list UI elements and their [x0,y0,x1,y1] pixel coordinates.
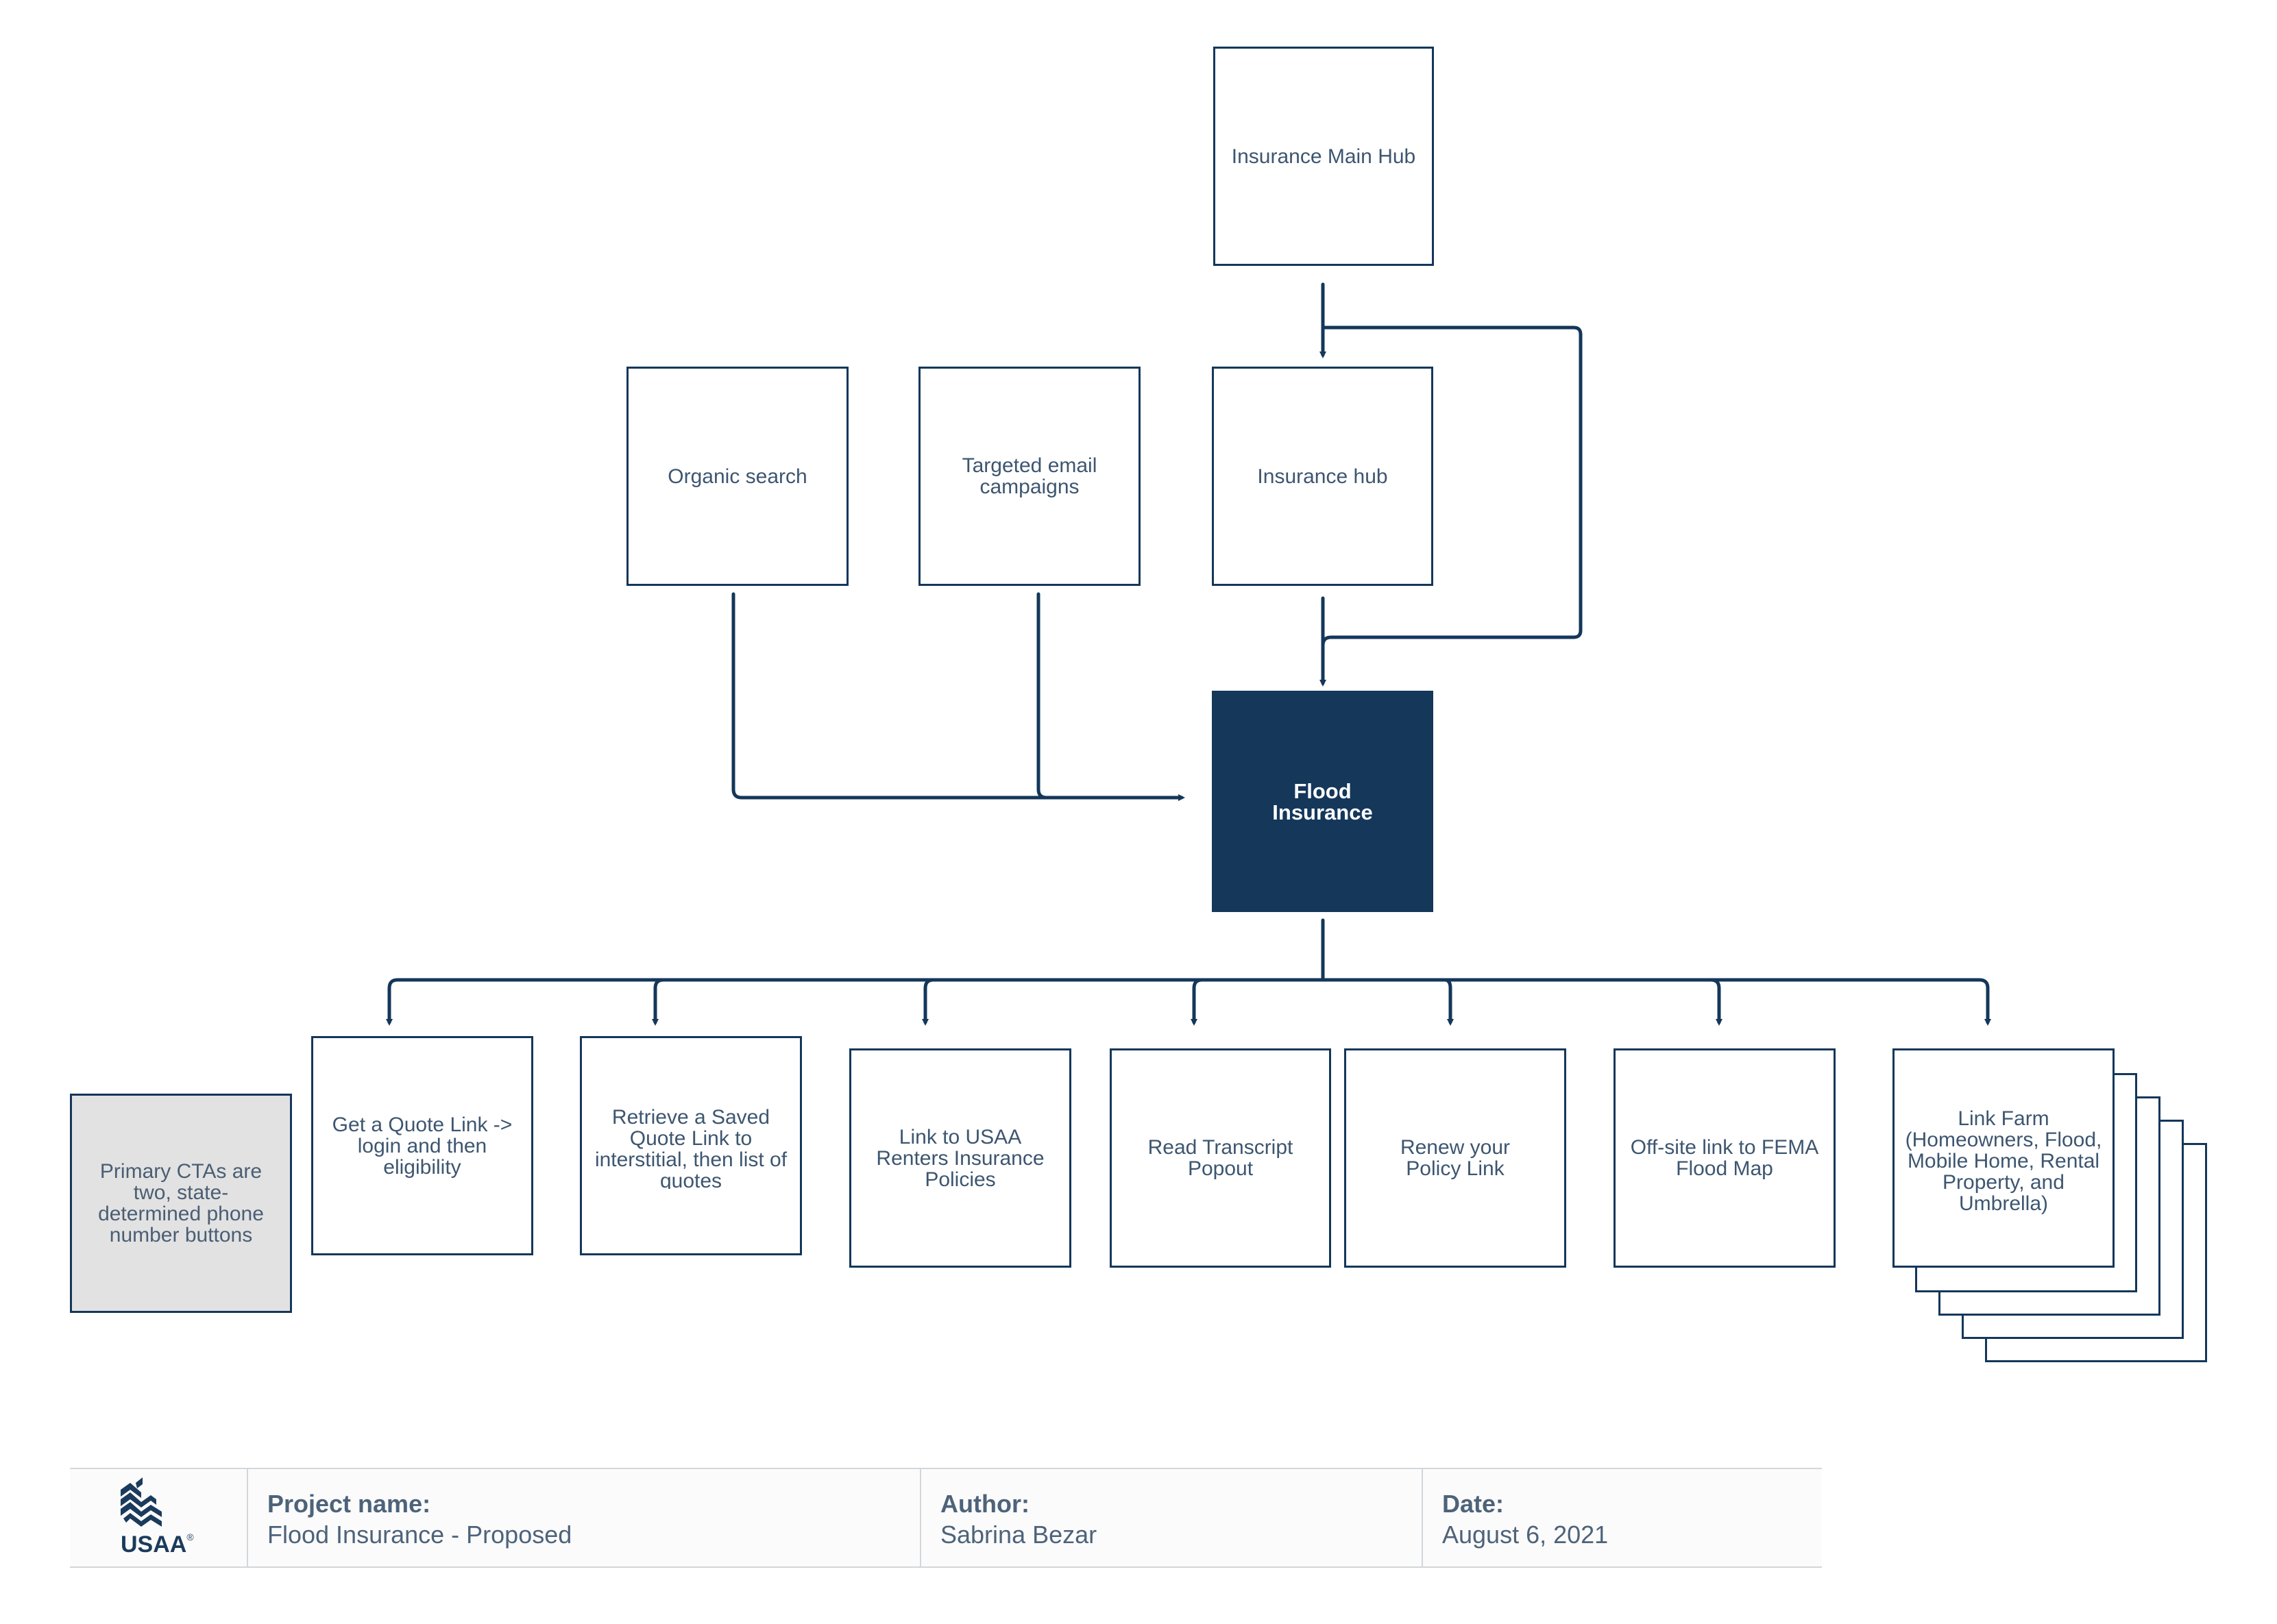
author-cell: Author: Sabrina Bezar [920,1469,1422,1566]
node-link-farm: Link Farm (Homeowners, Flood, Mobile Hom… [1892,1048,2115,1268]
node-get-a-quote: Get a Quote Link -> login and then eligi… [311,1036,533,1255]
usaa-logo: USAA® [70,1469,247,1566]
node-retrieve-saved-quote: Retrieve a Saved Quote Link to interstit… [580,1036,802,1255]
project-label: Project name: [267,1490,431,1518]
author-label: Author: [940,1490,1030,1518]
logo-wordmark: USAA® [121,1531,194,1558]
date-label: Date: [1442,1490,1505,1518]
node-organic-search: Organic search [626,367,849,586]
project-cell: Project name: Flood Insurance - Proposed [247,1469,920,1566]
note-primary-ctas: Primary CTAs are two, state-determined p… [70,1094,292,1313]
node-flood-insurance: Flood Insurance [1212,691,1433,912]
node-targeted-email-campaigns: Targeted email campaigns [918,367,1141,586]
author-value: Sabrina Bezar [940,1521,1097,1549]
date-cell: Date: August 6, 2021 [1422,1469,1822,1566]
node-insurance-main-hub: Insurance Main Hub [1213,47,1434,266]
node-usaa-renters-link: Link to USAA Renters Insurance Policies [849,1048,1071,1268]
node-fema-flood-map: Off-site link to FEMA Flood Map [1614,1048,1836,1268]
eagle-icon [121,1477,162,1527]
node-renew-policy: Renew your Policy Link [1344,1048,1566,1268]
retrieve-saved-quote-label: Retrieve a Saved Quote Link to interstit… [594,1107,788,1189]
project-value: Flood Insurance - Proposed [267,1521,572,1549]
connector-organic-to-flood [731,592,1185,801]
title-block: USAA® Project name: Flood Insurance - Pr… [70,1468,1822,1568]
date-value: August 6, 2021 [1442,1521,1609,1549]
node-read-transcript: Read Transcript Popout [1110,1048,1331,1268]
connector-main-bypass [1321,325,1583,648]
connector-email-to-flood [1036,592,1049,800]
node-insurance-hub: Insurance hub [1212,367,1433,586]
